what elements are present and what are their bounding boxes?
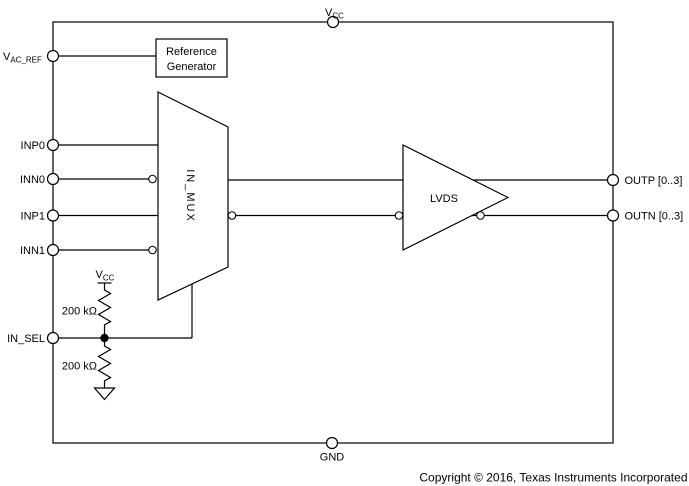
vac-ref-pin — [46, 49, 60, 63]
reference-generator-label-line2: Generator — [167, 61, 217, 73]
resistor-top-value: 200 kΩ — [62, 306, 97, 318]
inp0-label: INP0 — [21, 140, 45, 152]
in-mux-label: IN_MUX — [184, 169, 196, 223]
outp-pin — [606, 173, 620, 187]
reference-generator-box — [155, 38, 228, 78]
in-mux-shape — [157, 91, 229, 301]
inp0-pin — [46, 138, 60, 152]
outp-label: OUTP [0..3] — [625, 175, 683, 187]
inp1-pin — [46, 209, 60, 222]
inn1-label: INN1 — [20, 245, 45, 257]
in-sel-label: IN_SEL — [7, 333, 45, 345]
gnd-pin — [325, 436, 339, 450]
ground-symbol — [93, 387, 116, 401]
junction-dot — [100, 333, 109, 343]
inp1-label: INP1 — [21, 211, 45, 223]
lvds-buffer-shape — [402, 144, 510, 251]
resistor-rail-vcc-label: VCC — [96, 269, 115, 283]
inn1-pin — [46, 243, 60, 257]
copyright-notice: Copyright © 2016, Texas Instruments Inco… — [419, 471, 687, 485]
vcc-pin — [326, 15, 340, 29]
mux-output-bubble — [227, 211, 237, 220]
lvds-input-bubble — [394, 211, 404, 220]
resistor-bottom-value: 200 kΩ — [62, 361, 97, 373]
inn0-bubble — [148, 174, 157, 184]
outn-label: OUTN [0..3] — [625, 211, 684, 223]
inn0-label: INN0 — [20, 174, 45, 186]
chip-boundary — [52, 21, 614, 444]
vcc-top-label: VCC — [325, 7, 344, 21]
resistor-bottom — [97, 338, 112, 388]
gnd-label: GND — [320, 452, 345, 464]
in-sel-pin — [46, 331, 60, 345]
lvds-label: LVDS — [430, 193, 458, 205]
vac-ref-label: VAC_REF — [3, 51, 42, 65]
reference-generator-label-line1: Reference — [166, 46, 217, 58]
resistor-top — [97, 283, 112, 338]
outn-pin — [606, 209, 620, 222]
inn1-bubble — [148, 245, 157, 255]
inn0-pin — [46, 172, 60, 186]
lvds-output-bubble — [476, 211, 485, 220]
